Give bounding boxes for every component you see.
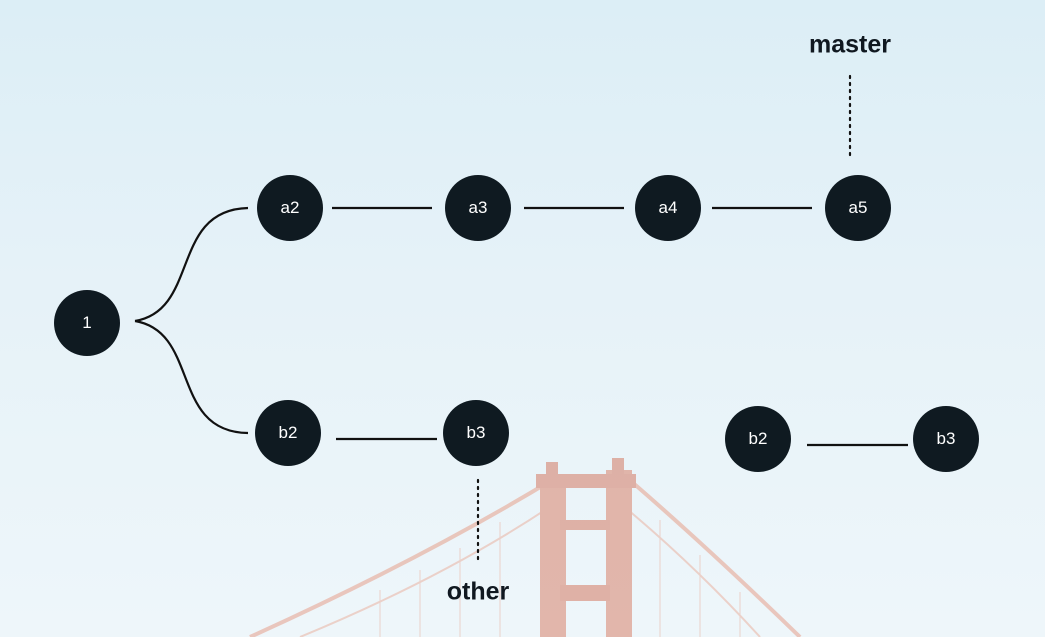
commit-label: b3: [466, 423, 486, 442]
commit-label: a5: [848, 198, 868, 217]
commit-label: b2: [748, 429, 768, 448]
commit-node-a5[interactable]: a5: [825, 175, 891, 241]
commit-label: a2: [280, 198, 300, 217]
commit-label: b2: [278, 423, 298, 442]
commit-node-b3[interactable]: b3: [443, 400, 509, 466]
commit-node-a4[interactable]: a4: [635, 175, 701, 241]
commit-node-a3[interactable]: a3: [445, 175, 511, 241]
commit-node-b3-copy[interactable]: b3: [913, 406, 979, 472]
commit-label: a4: [658, 198, 678, 217]
commit-node-b2-copy[interactable]: b2: [725, 406, 791, 472]
commit-node-1[interactable]: 1: [54, 290, 120, 356]
commit-node-b2[interactable]: b2: [255, 400, 321, 466]
commit-label: 1: [82, 313, 92, 332]
commit-node-a2[interactable]: a2: [257, 175, 323, 241]
branch-label-master: master: [809, 30, 891, 59]
commit-label: b3: [936, 429, 956, 448]
edge-1-b2: [134, 319, 249, 435]
commit-label: a3: [468, 198, 488, 217]
branch-label-other: other: [446, 577, 510, 606]
edge-1-a2: [134, 206, 249, 323]
